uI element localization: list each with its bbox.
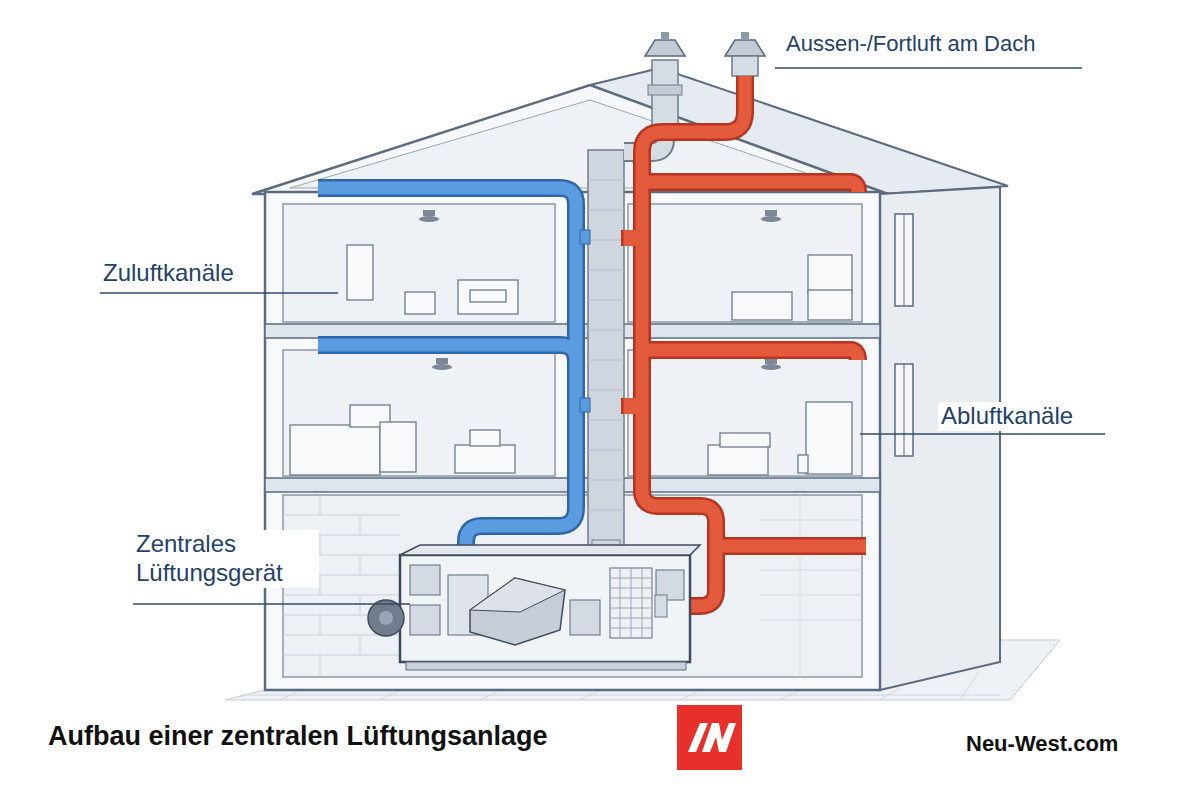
rooms <box>283 350 555 476</box>
roof <box>252 85 888 194</box>
rooms <box>760 495 862 677</box>
house-walls <box>880 187 1000 690</box>
exhaust-duct <box>716 540 866 553</box>
furniture <box>470 290 506 302</box>
rooms <box>628 204 862 322</box>
furniture <box>470 430 500 446</box>
exhaust-duct <box>642 350 858 360</box>
ceiling-lamp <box>423 210 435 216</box>
diagram-title: Aufbau einer zentralen Lüftungsanlage <box>48 720 548 752</box>
supply-duct <box>318 188 576 552</box>
ventilation-unit <box>368 540 700 670</box>
supply-duct <box>318 345 576 361</box>
house-walls <box>904 364 905 456</box>
furniture <box>347 245 373 300</box>
furniture <box>458 280 518 314</box>
ventilation-unit <box>400 555 690 662</box>
supply-duct <box>580 230 590 244</box>
exhaust-duct <box>642 182 858 192</box>
duct-shaft <box>588 150 624 550</box>
ceiling-lamp <box>436 358 448 364</box>
roof-vent <box>732 56 758 76</box>
furniture <box>405 292 435 314</box>
furniture <box>798 455 808 473</box>
exhaust-duct <box>621 230 639 246</box>
ceiling-lamp <box>419 216 439 222</box>
furniture <box>732 292 792 320</box>
furniture <box>290 425 380 475</box>
roof-vent <box>648 85 682 95</box>
supply-duct <box>318 188 576 552</box>
furniture <box>455 445 515 473</box>
ventilation-unit <box>368 600 404 636</box>
exhaust-duct <box>630 76 866 606</box>
callout-label: Abluftkanäle <box>938 402 1076 431</box>
supply-duct <box>318 188 576 552</box>
ceiling-lamp <box>765 210 777 216</box>
exhaust-duct <box>642 182 858 192</box>
exhaust-duct <box>630 76 866 606</box>
furniture <box>808 255 852 293</box>
leader-line <box>133 603 410 604</box>
ventilation-unit <box>610 568 652 638</box>
leader-line <box>100 68 1105 604</box>
exhaust-duct <box>630 76 866 606</box>
brand-logo <box>677 705 742 770</box>
leader-line <box>860 433 1105 434</box>
rooms <box>628 350 862 476</box>
house-walls <box>904 214 905 306</box>
supply-duct <box>580 398 590 412</box>
supply-duct <box>318 345 576 361</box>
house-walls <box>895 214 913 306</box>
callout-label: Zentrales Lüftungsgerät <box>133 530 319 588</box>
roof <box>252 68 1008 194</box>
rooms <box>283 204 555 322</box>
furniture <box>808 290 852 320</box>
roof-vent <box>725 40 765 56</box>
brand-logo <box>702 723 736 752</box>
house-walls <box>265 187 1000 690</box>
leader-line <box>100 292 338 293</box>
exhaust-duct <box>624 398 637 414</box>
exhaust-duct <box>624 230 637 246</box>
callout-label: Aussen-/Fortluft am Dach <box>783 31 1038 57</box>
furniture <box>708 445 768 475</box>
roof-vent <box>661 32 669 40</box>
watermark: Neu-West.com <box>963 731 1121 757</box>
ceiling-lamp <box>432 364 452 370</box>
duct-shaft <box>588 150 624 550</box>
ventilation-unit <box>655 595 667 617</box>
house-walls <box>895 364 913 456</box>
furniture <box>720 433 770 447</box>
ventilation-unit <box>470 578 565 645</box>
ventilation-unit <box>610 568 652 638</box>
brand-logo <box>677 705 742 770</box>
callout-label: Zuluftkanäle <box>100 259 237 288</box>
supply-duct <box>567 230 585 405</box>
ventilation-unit <box>410 565 440 595</box>
exhaust-duct <box>642 76 745 606</box>
ceiling-lamp <box>761 364 781 370</box>
roof-vent <box>741 32 749 40</box>
supply-duct <box>318 188 576 552</box>
furniture <box>806 402 852 474</box>
exhaust-duct <box>621 398 639 414</box>
exhaust-duct <box>716 537 866 555</box>
ventilation-unit <box>406 662 686 670</box>
roof-vent <box>645 40 685 56</box>
ventilation-unit <box>470 578 565 612</box>
supply-duct <box>318 188 590 552</box>
ventilation-unit <box>570 600 600 635</box>
furniture <box>380 422 416 472</box>
ventilation-unit <box>379 611 393 625</box>
leader-line <box>775 67 1082 68</box>
ceiling-lamp <box>761 216 781 222</box>
exhaust-duct <box>642 350 858 360</box>
duct-shaft <box>588 180 624 510</box>
ventilation-unit <box>400 545 700 555</box>
ventilation-unit <box>410 605 440 635</box>
